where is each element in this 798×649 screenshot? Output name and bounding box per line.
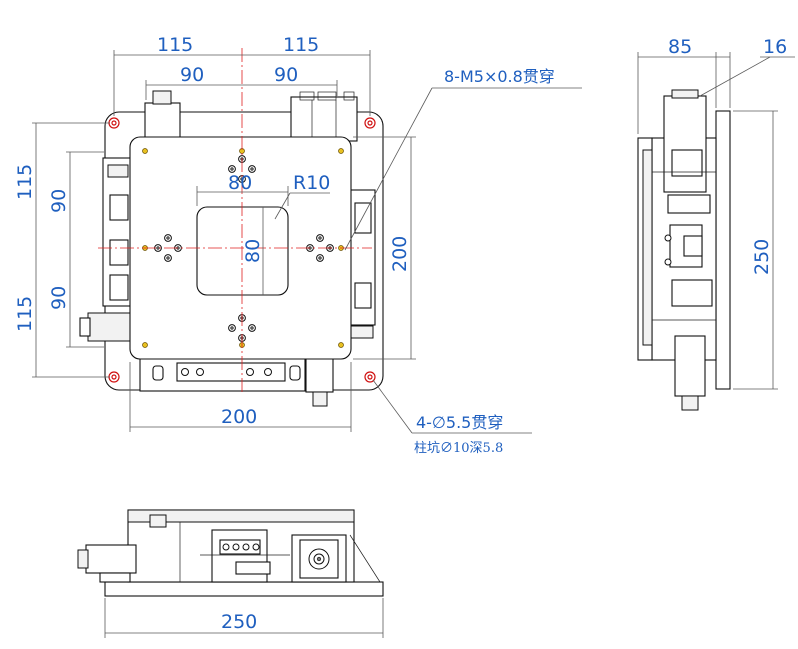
callout-hole-1: 4-∅5.5贯穿: [416, 413, 503, 432]
dim-right-200: 200: [389, 236, 411, 272]
front-dimensions: 115 115 90 90 115 115 90 90 200 200 80 8…: [14, 34, 582, 456]
center-aperture: [196, 206, 289, 296]
dim-center-h-80: 80: [228, 172, 252, 194]
dim-radius: R10: [293, 172, 330, 194]
dim-top-right-115: 115: [283, 34, 319, 56]
side-dimensions: 85 16 250: [637, 36, 795, 390]
side-view: [637, 89, 731, 411]
dim-left-upper-115: 115: [14, 164, 36, 200]
dim-bottom-200: 200: [221, 406, 257, 428]
dim-top-right-90: 90: [274, 64, 298, 86]
dim-top-left-90: 90: [180, 64, 204, 86]
callout-hole-2: 柱坑∅10深5.8: [414, 441, 503, 456]
top-left-block: [144, 102, 181, 142]
callout-thread: 8-M5×0.8贯穿: [444, 67, 555, 86]
dim-left-upper-90: 90: [48, 189, 70, 213]
bottom-view: [77, 509, 384, 597]
bottom-dimensions: 250: [104, 598, 384, 638]
dim-side-width-85: 85: [668, 36, 692, 58]
dim-top-left-115: 115: [157, 34, 193, 56]
dim-bottom-width-250: 250: [221, 611, 257, 633]
dim-side-offset-16: 16: [763, 36, 787, 58]
dim-left-lower-115: 115: [14, 296, 36, 332]
dim-side-height-250: 250: [751, 239, 773, 275]
dim-center-v-80: 80: [242, 239, 264, 263]
dim-left-lower-90: 90: [48, 286, 70, 310]
front-view: [79, 48, 384, 407]
